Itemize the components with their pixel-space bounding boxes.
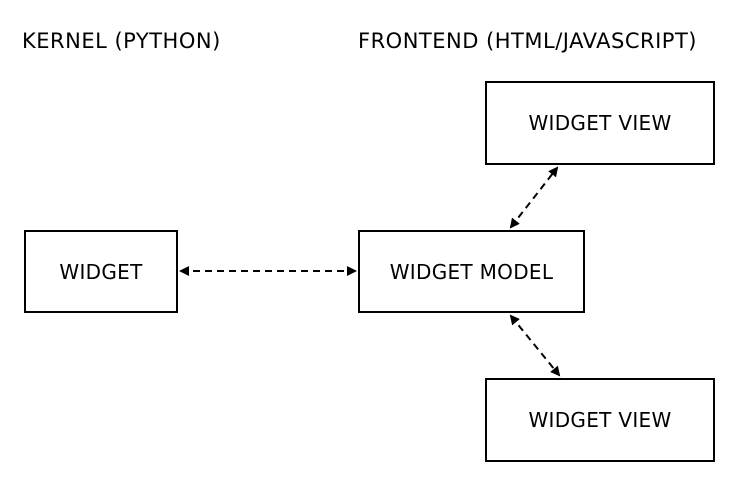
widget-model-node-label: WIDGET MODEL — [389, 259, 554, 284]
widget-view-top-node-label: WIDGET VIEW — [528, 111, 672, 135]
widget-model-node: WIDGET MODEL — [358, 230, 585, 313]
kernel-heading: KERNEL (PYTHON) — [22, 29, 221, 53]
widget-view-bottom-node-label: WIDGET VIEW — [528, 408, 672, 432]
connector-model-view-top — [509, 166, 559, 229]
widget-node-label: WIDGET — [59, 259, 143, 284]
widget-view-bottom-node: WIDGET VIEW — [485, 378, 715, 462]
widget-node: WIDGET — [24, 230, 178, 313]
frontend-heading: FRONTEND (HTML/JAVASCRIPT) — [358, 29, 697, 53]
widget-view-top-node: WIDGET VIEW — [485, 81, 715, 165]
connector-model-view-bottom — [509, 314, 561, 377]
